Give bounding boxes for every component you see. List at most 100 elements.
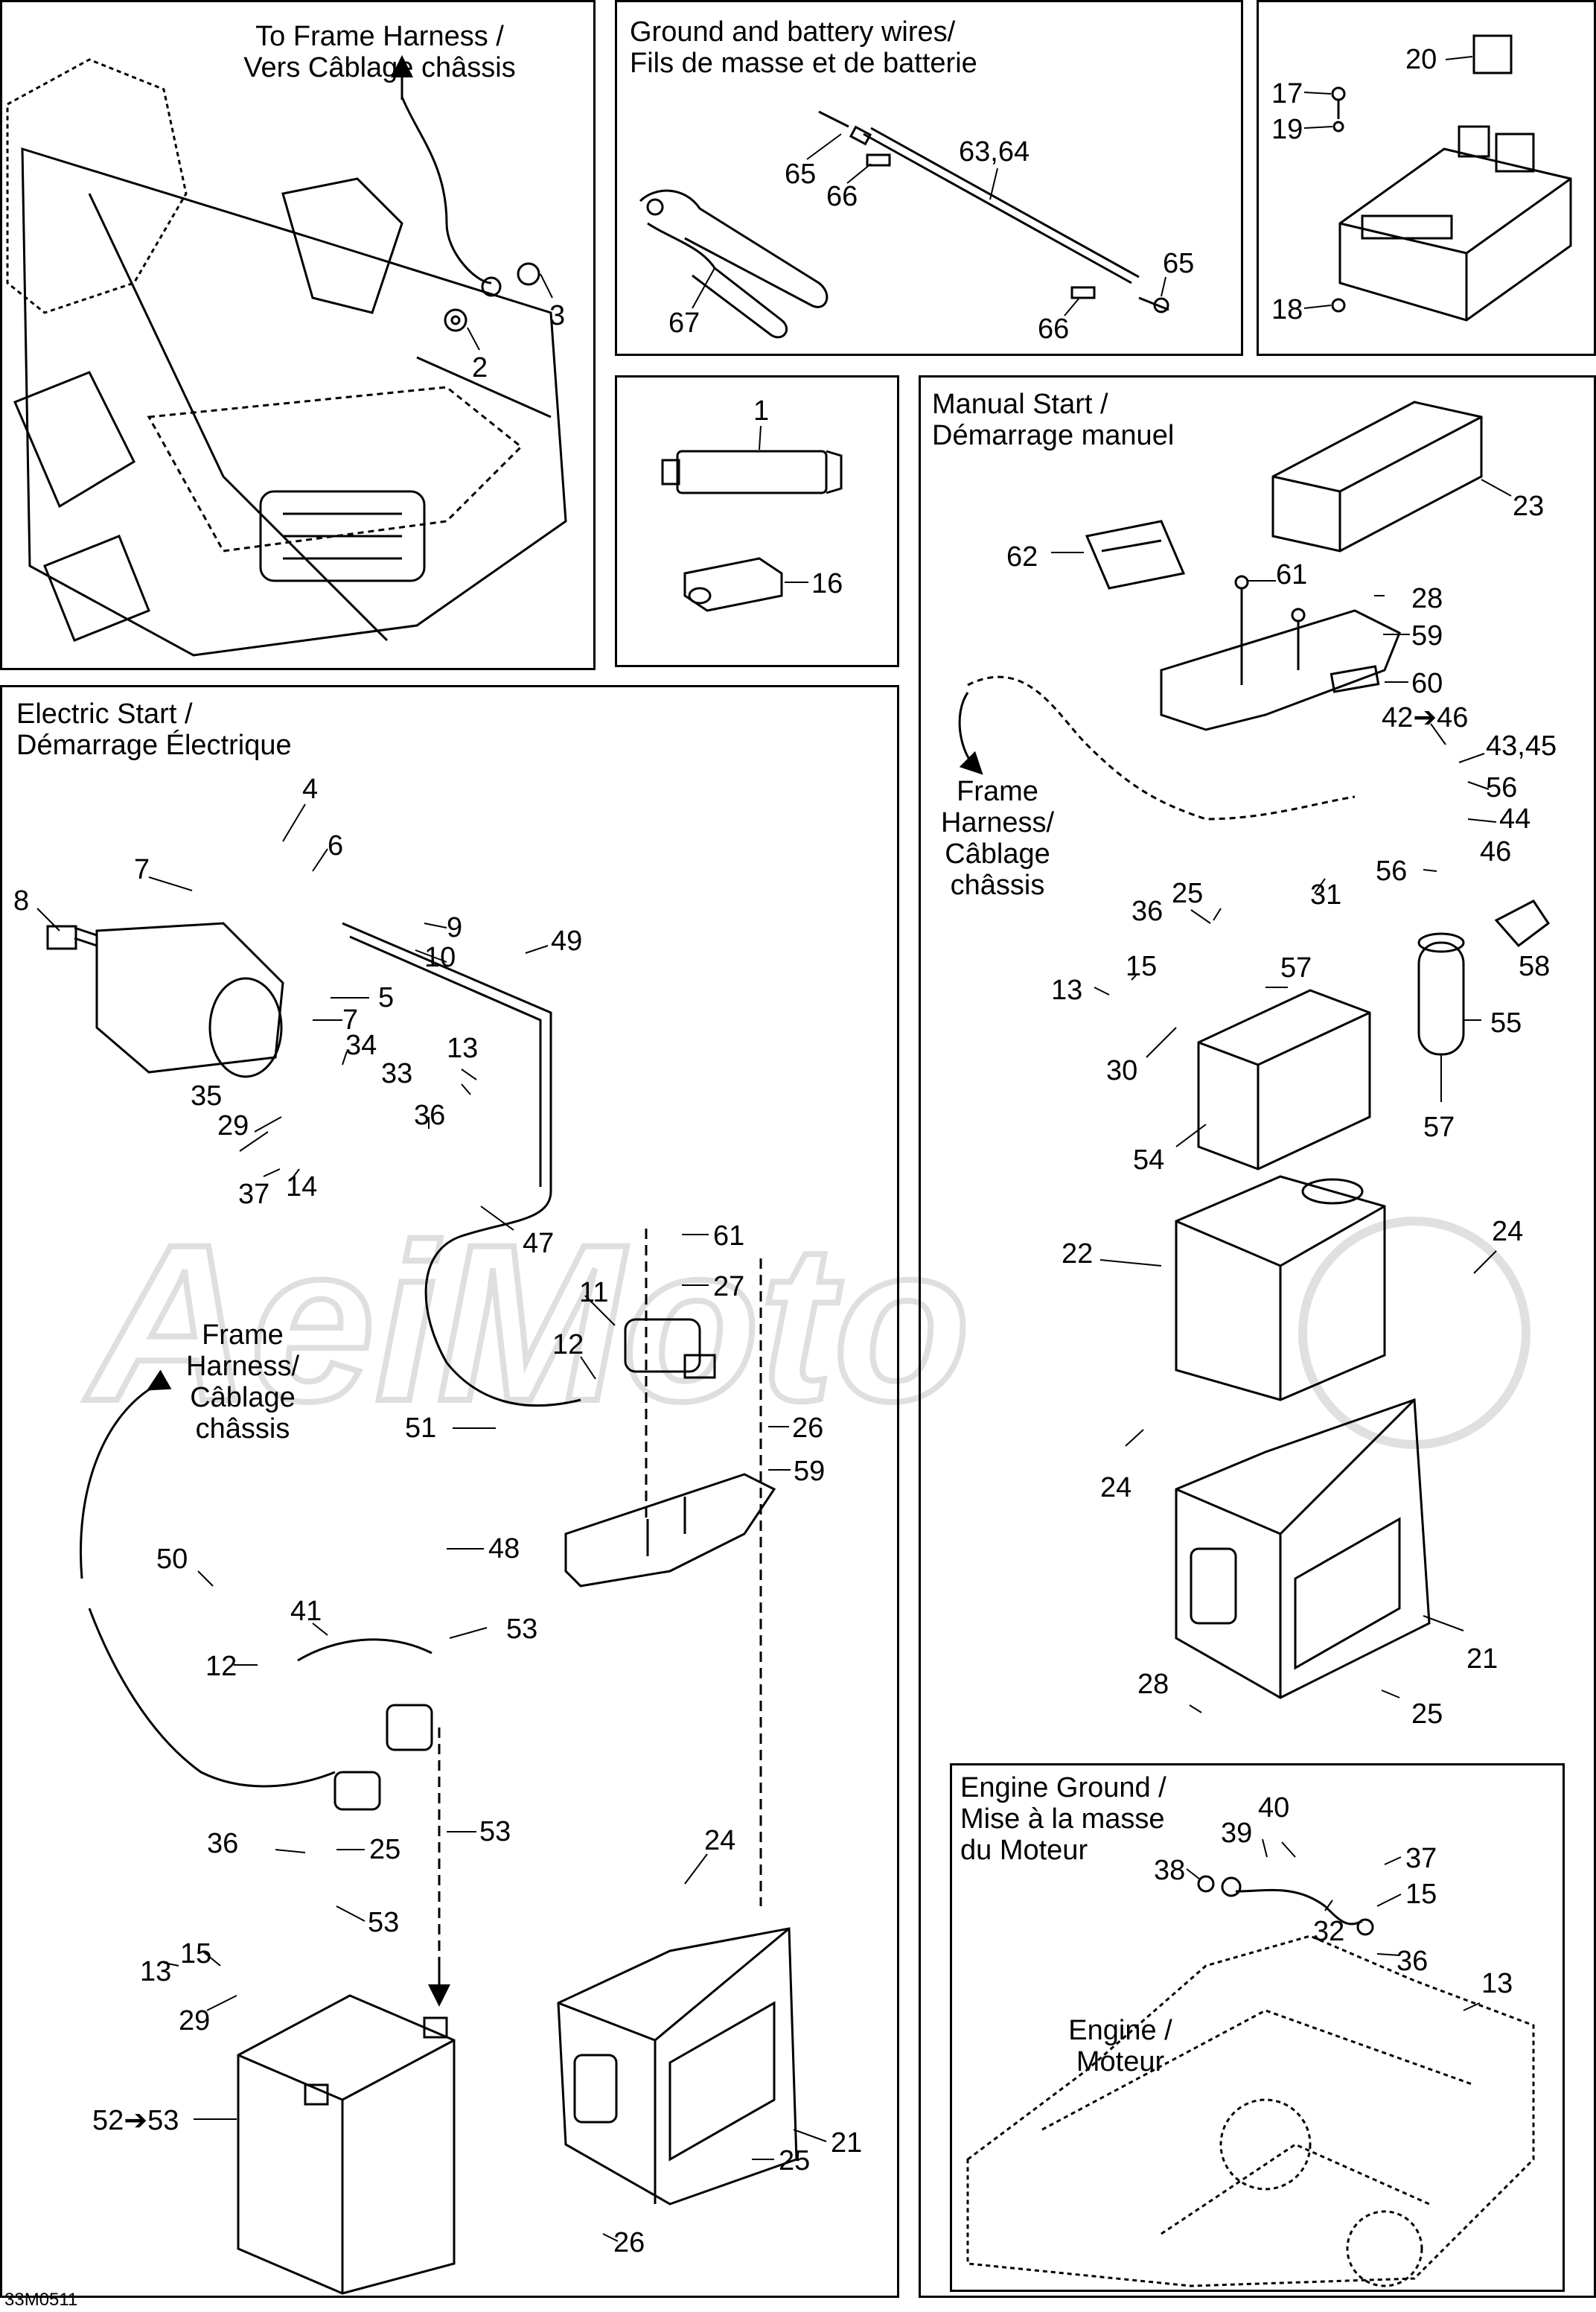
callout-66b: 66: [1038, 313, 1069, 345]
callout-39: 39: [1221, 1818, 1252, 1849]
ground-wires-title-line2: Fils de masse et de batterie: [630, 48, 977, 79]
callout-12a: 12: [552, 1329, 584, 1360]
callout-56a: 56: [1486, 772, 1517, 803]
callout-15c: 15: [1405, 1879, 1437, 1910]
frame-harness-title-line2: Vers Câblage châssis: [243, 52, 516, 83]
callout-15a: 15: [1126, 951, 1157, 982]
electric-start-title-line1: Electric Start /: [16, 698, 193, 730]
callout-9: 9: [447, 912, 462, 943]
callout-60: 60: [1411, 668, 1443, 699]
callout-56b: 56: [1376, 856, 1407, 887]
callout-36d: 36: [1396, 1946, 1428, 1977]
callout-59a: 59: [1411, 620, 1443, 652]
callout-20: 20: [1405, 44, 1437, 75]
callout-25b: 25: [1411, 1698, 1443, 1730]
callout-22: 22: [1062, 1238, 1093, 1270]
engine-ground-title-line3: du Moteur: [960, 1835, 1088, 1866]
callout-2: 2: [472, 352, 488, 383]
ground-wires-title: Ground and battery wires/ Fils de masse …: [630, 16, 977, 79]
callout-30: 30: [1106, 1055, 1137, 1086]
callout-34: 34: [345, 1030, 377, 1061]
callout-28a: 28: [1411, 583, 1443, 614]
callout-7b: 7: [342, 1004, 358, 1036]
callout-32: 32: [1313, 1916, 1344, 1947]
callout-62: 62: [1006, 541, 1038, 573]
figure-code: 33M0511: [4, 2290, 78, 2310]
callout-61a: 61: [1276, 559, 1307, 590]
callout-58: 58: [1519, 951, 1550, 982]
callout-10: 10: [424, 942, 456, 973]
callout-29a: 29: [217, 1110, 249, 1141]
callout-19: 19: [1271, 114, 1303, 145]
manual-start-title: Manual Start / Démarrage manuel: [932, 389, 1174, 451]
callout-57a: 57: [1280, 952, 1312, 984]
frame-harness-title: To Frame Harness / Vers Câblage châssis: [223, 21, 536, 83]
watermark-wheel: [1298, 1217, 1530, 1449]
callout-11: 11: [579, 1277, 608, 1308]
terminal-boot: [683, 557, 783, 612]
callout-31: 31: [1310, 879, 1341, 911]
callout-28b: 28: [1137, 1669, 1169, 1700]
callout-67: 67: [668, 308, 700, 339]
engine-caption: Engine / Moteur: [1050, 2015, 1191, 2077]
callout-29b: 29: [179, 2005, 210, 2036]
callout-1: 1: [753, 395, 769, 427]
holder-plate-electric: [564, 1473, 776, 1587]
callout-49: 49: [551, 926, 582, 957]
panel-consumables: [615, 375, 899, 667]
wiring-harness-manual: [967, 675, 1356, 821]
battery-cover: [1271, 401, 1483, 552]
callout-37a: 37: [238, 1179, 269, 1210]
grease-tube: [661, 450, 843, 494]
panel-engine-ground: [950, 1763, 1565, 2292]
harness-electric: [88, 1608, 433, 1811]
battery-holder-plate: [1160, 575, 1401, 731]
frame-drawing: [6, 58, 567, 657]
frame-harness-caption-right: Frame Harness/ Câblage châssis: [923, 776, 1072, 901]
callout-36a: 36: [1131, 896, 1163, 927]
caption-left-line1: Frame: [202, 1319, 284, 1351]
watermark-text: AeiMoto: [83, 1197, 971, 1448]
callout-14: 14: [286, 1171, 317, 1203]
callout-47: 47: [523, 1228, 554, 1259]
callout-44: 44: [1499, 803, 1530, 835]
callout-66a: 66: [826, 181, 858, 212]
callout-65b: 65: [1163, 248, 1194, 279]
callout-35: 35: [191, 1080, 222, 1112]
callout-33: 33: [381, 1058, 412, 1089]
callout-42-46: 42➔46: [1382, 702, 1468, 733]
callout-57b: 57: [1423, 1112, 1455, 1143]
callout-27: 27: [713, 1271, 744, 1302]
engine-caption-line2: Moteur: [1076, 2046, 1165, 2077]
callout-36c: 36: [207, 1828, 238, 1859]
callout-24b: 24: [1100, 1472, 1131, 1503]
electric-start-title-line2: Démarrage Électrique: [16, 730, 292, 761]
frame-harness-title-line1: To Frame Harness /: [255, 21, 504, 52]
callout-17: 17: [1271, 78, 1303, 109]
callout-36b: 36: [414, 1100, 445, 1131]
callout-25c: 25: [369, 1834, 400, 1865]
engine-caption-line1: Engine /: [1068, 2015, 1172, 2046]
callout-25d: 25: [779, 2145, 810, 2176]
battery-electric: [237, 1994, 456, 2295]
callout-13d: 13: [1481, 1968, 1513, 1999]
callout-24c: 24: [704, 1825, 735, 1856]
engine-ground-wire: [1197, 1875, 1374, 1936]
panel-relay-box: [1257, 0, 1596, 356]
callout-48: 48: [488, 1533, 520, 1564]
caption-left-line4: châssis: [195, 1413, 290, 1445]
callout-7a: 7: [134, 854, 150, 885]
crimp-tool: [639, 189, 829, 339]
watermark: AeiMoto: [80, 1194, 1530, 1450]
caption-right-line2: Harness/: [940, 807, 1055, 838]
callout-13c: 13: [140, 1956, 171, 1987]
fuse-box: [1331, 34, 1572, 322]
callout-63-64: 63,64: [959, 136, 1030, 168]
battery-cable: [818, 110, 1169, 313]
callout-37b: 37: [1405, 1843, 1437, 1874]
callout-26b: 26: [613, 2227, 645, 2258]
ground-wire-frame: [400, 96, 540, 332]
callout-41: 41: [290, 1596, 322, 1627]
callout-53b: 53: [479, 1816, 511, 1847]
